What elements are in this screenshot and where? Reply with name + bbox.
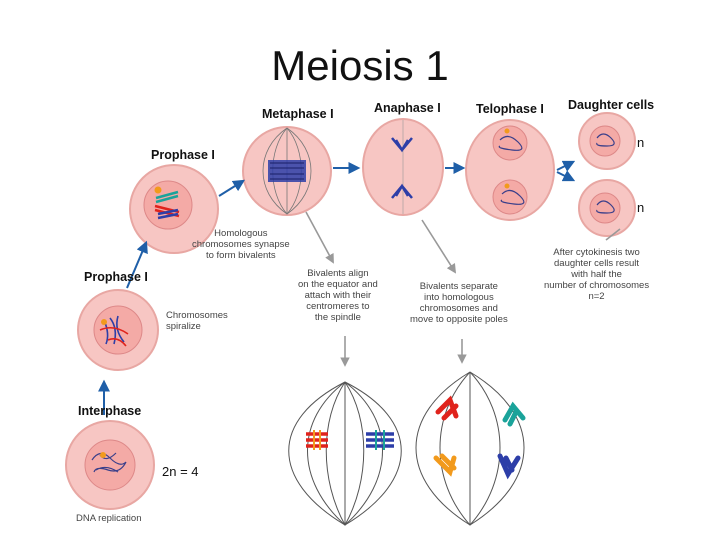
anaphase-cell (362, 118, 444, 216)
prophase-lower-cell (77, 289, 159, 371)
pointer-lines (305, 211, 621, 367)
daughter-cell-top (578, 112, 636, 170)
metaphase-cell (242, 126, 332, 216)
slide-title: Meiosis 1 (271, 42, 449, 89)
label-daughter-cells: Daughter cells (568, 98, 655, 112)
label-anaphase: Anaphase I (374, 101, 441, 115)
note-chromosomes-spiralize: Chromosomes spiralize (166, 310, 228, 332)
count-n-bottom: n (637, 200, 645, 215)
note-bivalents-align: Bivalents align on the equator and attac… (298, 268, 378, 323)
note-dna-replication: DNA replication (76, 513, 142, 524)
label-prophase-upper: Prophase I (151, 148, 215, 162)
note-bivalents-separate: Bivalents separate into homologous chrom… (410, 281, 508, 325)
label-metaphase: Metaphase I (262, 107, 334, 121)
daughter-cell-bottom (578, 179, 636, 237)
stage-arrows (98, 160, 576, 415)
telophase-cell (465, 119, 555, 221)
label-telophase: Telophase I (476, 102, 544, 116)
count-diploid: 2n = 4 (162, 464, 199, 479)
label-interphase: Interphase (78, 404, 142, 418)
label-prophase-lower: Prophase I (84, 270, 148, 284)
count-n-top: n (637, 135, 645, 150)
note-cytokinesis: After cytokinesis two daughter cells res… (544, 247, 650, 302)
prophase-upper-cell (129, 164, 219, 254)
spindle-metaphase-detail (288, 381, 402, 527)
interphase-cell (65, 420, 155, 510)
note-homologous-synapse: Homologous chromosomes synapse to form b… (192, 228, 290, 261)
spindle-anaphase-detail (415, 371, 526, 526)
